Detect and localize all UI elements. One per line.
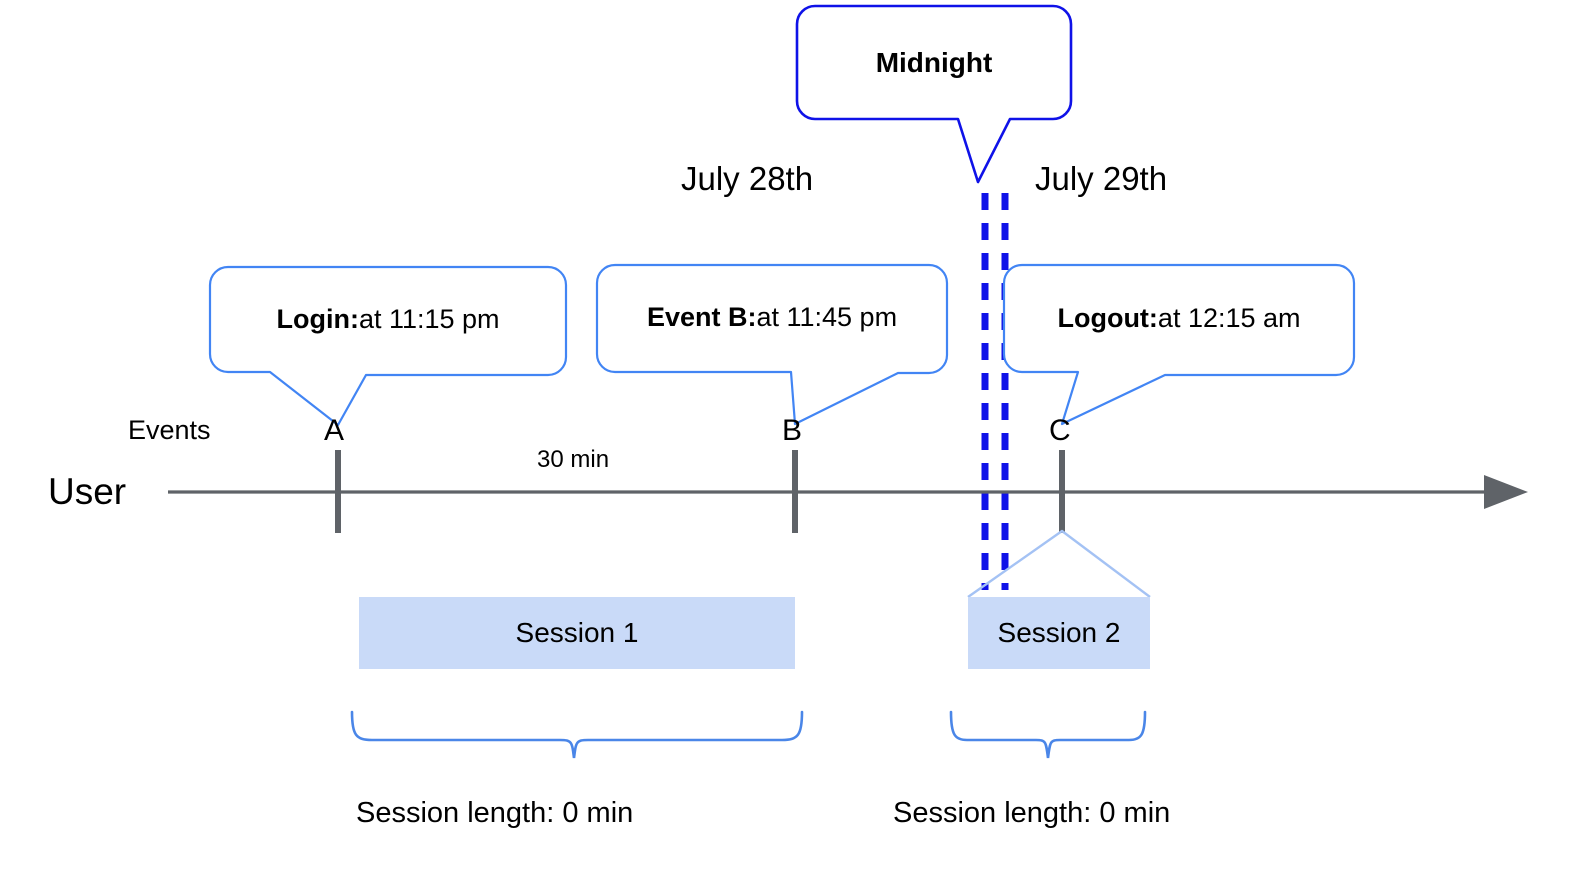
event-ticks: [335, 450, 1065, 533]
date-label-july-28: July 28th: [681, 160, 814, 197]
callout-shape-logout: [1002, 263, 1356, 426]
row-label-user: User: [48, 471, 127, 512]
session-length-label-1: Session length: 0 min: [356, 797, 634, 829]
callout-logout-rest: at 12:15 am: [1157, 303, 1301, 333]
session-label-1: Session 1: [515, 617, 639, 648]
session2-brace: [949, 710, 1147, 759]
callout-eventb-rest: at 11:45 pm: [756, 302, 898, 332]
date-label-july-29: July 29th: [1035, 160, 1168, 197]
callout-login-bold: Login:: [276, 304, 359, 334]
timeline-axis: [168, 475, 1528, 509]
event-letter-b: B: [782, 414, 803, 447]
event-letter-a: A: [324, 414, 345, 447]
midnight-callout-label: Midnight: [875, 46, 993, 78]
callout-label-eventb: Event B: at 11:45 pm: [597, 265, 947, 370]
callout-login-rest: at 11:15 pm: [358, 304, 500, 334]
session-bar-2[interactable]: [968, 597, 1150, 669]
callout-eventb-bold: Event B:: [646, 302, 757, 332]
session1-brace: [350, 710, 804, 759]
session-length-label-2: Session length: 0 min: [893, 797, 1171, 829]
event-letter-c: C: [1049, 414, 1071, 447]
duration-label-30min: 30 min: [537, 446, 610, 473]
callout-label-login: Login: at 11:15 pm: [210, 267, 566, 372]
midnight-dashed-lines: [981, 193, 1009, 590]
session2-connector: [967, 529, 1151, 598]
callout-shape-login: [208, 265, 568, 427]
callout-logout-bold: Logout:: [1057, 303, 1158, 333]
row-label-events: Events: [128, 415, 211, 445]
session-label-2: Session 2: [997, 617, 1121, 648]
callout-shape-eventb: [595, 263, 949, 426]
midnight-callout-shape: [795, 4, 1073, 184]
session-bar-1[interactable]: [359, 597, 795, 669]
callout-label-logout: Logout: at 12:15 am: [1004, 265, 1354, 372]
